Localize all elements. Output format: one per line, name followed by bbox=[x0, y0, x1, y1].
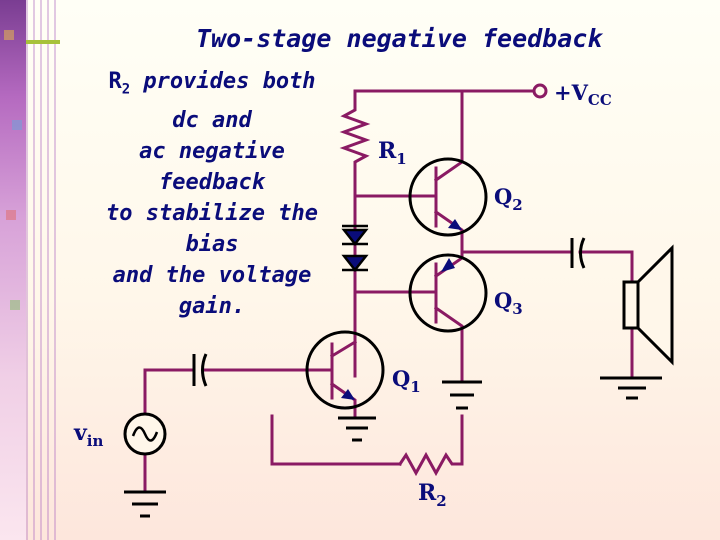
q1-emitter bbox=[329, 381, 357, 418]
ac-source bbox=[123, 412, 167, 456]
r2-label: R2 bbox=[418, 480, 447, 510]
q2-transistor-circle bbox=[408, 157, 488, 237]
slide-title: Two-stage negative feedback bbox=[196, 24, 603, 53]
q1-label: Q1 bbox=[392, 366, 421, 396]
description-text: R2 provides both dc and ac negative feed… bbox=[96, 66, 328, 322]
r1-resistor bbox=[339, 89, 371, 198]
note-line-8: gain. bbox=[178, 294, 246, 320]
vcc-label: +VCC bbox=[554, 80, 612, 109]
q1-ground bbox=[338, 416, 376, 442]
note-line-7: and the voltage bbox=[112, 263, 312, 289]
decorative-left-strip bbox=[0, 0, 26, 540]
feedback-wire bbox=[270, 414, 402, 466]
q2-collector bbox=[433, 89, 464, 183]
q2-emitter-arrow bbox=[448, 219, 462, 230]
q3-ground bbox=[442, 380, 482, 410]
q1-collector bbox=[329, 339, 358, 359]
note-line-5: to stabilize the bbox=[106, 201, 318, 227]
speaker bbox=[622, 244, 674, 366]
output-capacitor bbox=[570, 237, 586, 269]
r1-label: R1 bbox=[378, 138, 407, 168]
speaker-wire bbox=[578, 250, 634, 284]
note-line-6: bias bbox=[185, 232, 239, 258]
q3-transistor-circle bbox=[408, 253, 488, 333]
q1-emitter-arrow bbox=[341, 389, 355, 400]
source-ground bbox=[124, 490, 166, 518]
note-line-1: R2 provides both bbox=[108, 69, 316, 98]
note-line-4: feedback bbox=[159, 170, 265, 196]
input-capacitor bbox=[192, 353, 208, 387]
q1-transistor-circle bbox=[305, 330, 385, 410]
decorative-vertical-lines bbox=[26, 0, 60, 540]
diode-1 bbox=[341, 224, 369, 247]
q3-emitter-arrow bbox=[441, 258, 455, 272]
speaker-ground bbox=[600, 376, 662, 400]
q3-label: Q3 bbox=[494, 288, 523, 318]
r2-resistor bbox=[397, 414, 464, 477]
q2-emitter bbox=[433, 209, 464, 254]
note-line-2: dc and bbox=[172, 108, 252, 134]
diode-2 bbox=[341, 254, 369, 273]
vin-label: vin bbox=[73, 420, 103, 450]
note-line-3: ac negative bbox=[139, 139, 285, 165]
vcc-terminal bbox=[532, 83, 548, 99]
q2-label: Q2 bbox=[494, 184, 523, 214]
input-cap-wire bbox=[143, 368, 194, 418]
q3-collector bbox=[433, 305, 464, 382]
